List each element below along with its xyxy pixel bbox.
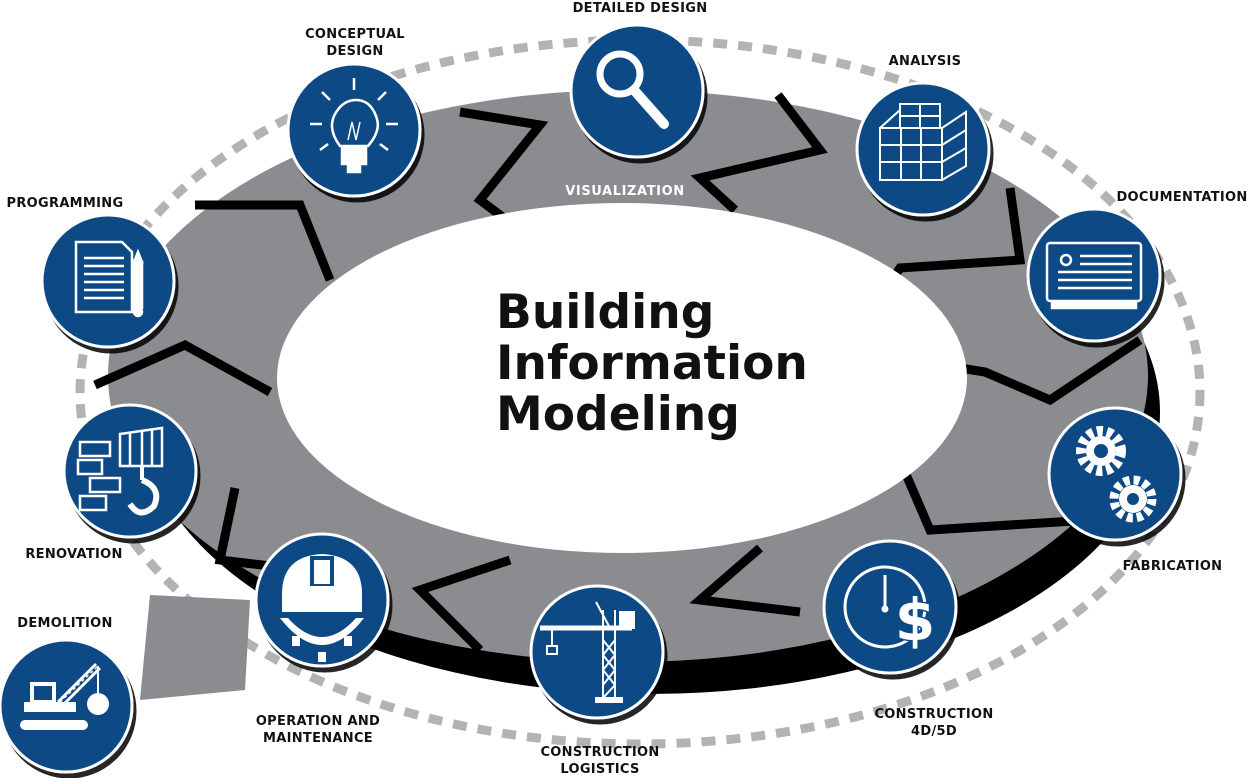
- node-construction-logistics: [529, 584, 665, 720]
- node-operation-maintenance: [254, 532, 390, 668]
- label-documentation: DOCUMENTATION: [1115, 189, 1249, 206]
- ring-tail: [140, 595, 250, 700]
- label-demolition: DEMOLITION: [10, 615, 120, 632]
- label-line: CONSTRUCTION: [540, 745, 660, 760]
- label-line: ANALYSIS: [888, 54, 962, 69]
- svg-text:$: $: [895, 586, 935, 654]
- label-construction-logistics: CONSTRUCTION LOGISTICS: [532, 744, 668, 778]
- label-line: MAINTENANCE: [262, 731, 373, 746]
- wrecking-crane-icon: [20, 662, 109, 730]
- label-construction-4d5d: CONSTRUCTION 4D/5D: [868, 706, 1000, 740]
- bricks-hook-icon: [76, 426, 164, 516]
- label-line: DETAILED DESIGN: [572, 1, 708, 16]
- label-line: LOGISTICS: [560, 762, 640, 777]
- monitor-document-icon: [1045, 241, 1143, 310]
- label-line: PROGRAMMING: [6, 196, 124, 211]
- magnifier-icon: [596, 50, 669, 129]
- tower-crane-icon: [540, 601, 635, 703]
- label-line: FABRICATION: [1122, 559, 1223, 574]
- center-title-line: Information: [496, 336, 808, 391]
- center-title: Building Information Modeling: [496, 287, 808, 440]
- node-detailed-design: [569, 23, 705, 159]
- label-line: DEMOLITION: [17, 616, 113, 631]
- label-conceptual-design: CONCEPTUAL DESIGN: [295, 26, 415, 60]
- label-line: RENOVATION: [25, 547, 123, 562]
- lightbulb-icon: [310, 78, 398, 174]
- hardhat-gear-icon: [280, 554, 364, 662]
- label-renovation: RENOVATION: [14, 546, 134, 563]
- label-fabrication: FABRICATION: [1115, 558, 1230, 575]
- node-documentation: [1026, 207, 1162, 343]
- label-line: DESIGN: [326, 44, 384, 59]
- label-line: OPERATION AND: [255, 714, 381, 729]
- node-conceptual-design: [286, 62, 422, 198]
- clock-dollar-icon: $: [843, 565, 937, 656]
- node-demolition: [0, 638, 134, 774]
- structure-grid-icon: [879, 103, 967, 181]
- ring-label: VISUALIZATION: [565, 184, 685, 199]
- label-programming: PROGRAMMING: [0, 195, 130, 212]
- label-line: 4D/5D: [911, 724, 957, 739]
- center-ellipse: [277, 203, 967, 553]
- center-title-line: Modeling: [496, 387, 740, 442]
- label-detailed-design: DETAILED DESIGN: [560, 0, 720, 17]
- label-operation-maintenance: OPERATION AND MAINTENANCE: [248, 713, 388, 747]
- label-line: CONCEPTUAL: [305, 27, 405, 42]
- label-line: CONSTRUCTION: [874, 707, 994, 722]
- label-line: DOCUMENTATION: [1116, 190, 1248, 205]
- node-analysis: [855, 81, 991, 217]
- node-renovation: [62, 403, 198, 539]
- node-fabrication: [1047, 406, 1183, 542]
- node-programming: [40, 213, 176, 349]
- label-analysis: ANALYSIS: [870, 53, 980, 70]
- node-construction-4d5d: $: [822, 539, 958, 675]
- gears-icon: [1076, 426, 1157, 523]
- document-pencil-icon: [74, 240, 144, 318]
- center-title-line: Building: [496, 285, 715, 340]
